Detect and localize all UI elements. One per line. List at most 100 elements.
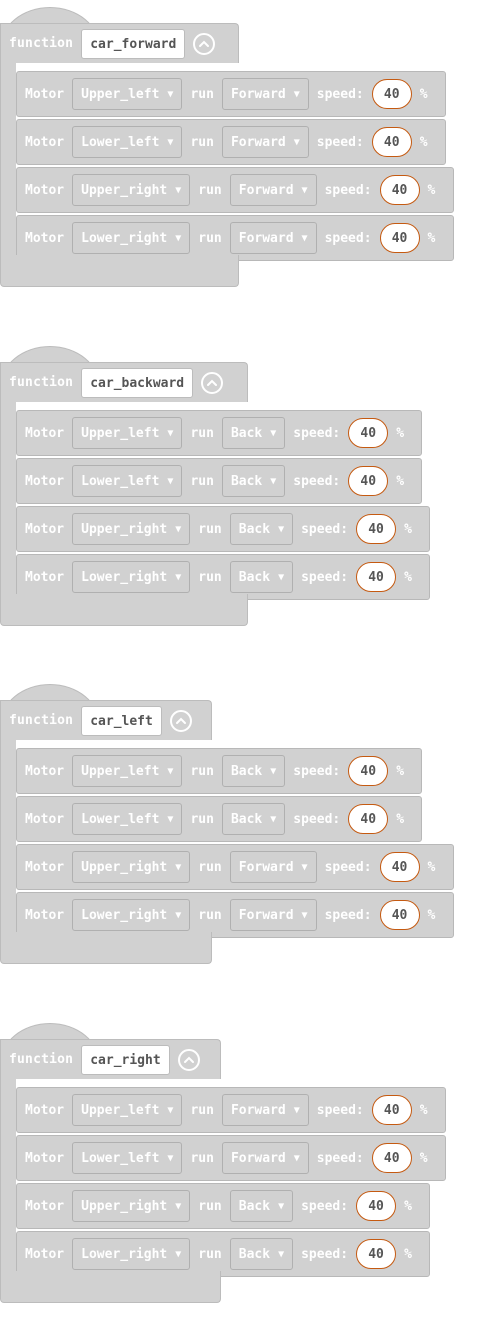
speed-input[interactable]: 40 [371,127,412,157]
motor-select-value: Lower_left [81,473,160,489]
speed-input[interactable]: 40 [348,804,389,834]
chevron-down-icon: ▼ [175,523,182,535]
direction-select[interactable]: Forward▼ [221,78,309,110]
motor-select-value: Upper_left [81,763,160,779]
run-keyword: run [190,1102,214,1118]
motor-select[interactable]: Upper_left▼ [72,755,183,787]
direction-select[interactable]: Forward▼ [229,899,317,931]
direction-select-value: Forward [230,1102,286,1118]
direction-select[interactable]: Back▼ [221,417,286,449]
motor-select[interactable]: Upper_left▼ [72,1094,183,1126]
motor-select[interactable]: Lower_right▼ [72,1238,191,1270]
motor-keyword: Motor [25,521,65,537]
direction-select[interactable]: Forward▼ [221,126,309,158]
chevron-down-icon: ▼ [301,861,308,873]
motor-select[interactable]: Lower_right▼ [72,899,191,931]
direction-select[interactable]: Back▼ [221,465,286,497]
motor-keyword: Motor [25,1102,65,1118]
run-keyword: run [198,182,222,198]
direction-select[interactable]: Forward▼ [229,174,317,206]
motor-select[interactable]: Lower_left▼ [72,465,183,497]
motor-select-value: Upper_left [81,86,160,102]
motor-select[interactable]: Lower_right▼ [72,222,191,254]
speed-input[interactable]: 40 [379,223,420,253]
speed-input[interactable]: 40 [356,514,397,544]
chevron-down-icon: ▼ [175,909,182,921]
run-keyword: run [198,907,222,923]
motor-select[interactable]: Upper_right▼ [72,851,191,883]
percent-label: % [396,473,405,489]
speed-input[interactable]: 40 [348,418,389,448]
function-name-field[interactable]: car_forward [81,28,186,59]
chevron-down-icon: ▼ [278,523,285,535]
direction-select-value: Forward [238,182,294,198]
motor-select[interactable]: Lower_left▼ [72,126,183,158]
speed-input[interactable]: 40 [356,1239,397,1269]
speed-input[interactable]: 40 [348,466,389,496]
direction-select[interactable]: Back▼ [229,561,294,593]
motor-select[interactable]: Lower_left▼ [72,1142,183,1174]
function-name-field[interactable]: car_backward [81,367,194,398]
motor-select[interactable]: Upper_right▼ [72,1190,191,1222]
speed-input[interactable]: 40 [371,1095,412,1125]
collapse-button[interactable] [201,371,224,394]
direction-select[interactable]: Forward▼ [221,1094,309,1126]
direction-select[interactable]: Back▼ [221,803,286,835]
speed-input[interactable]: 40 [379,852,420,882]
chevron-down-icon: ▼ [293,88,300,100]
speed-input[interactable]: 40 [371,79,412,109]
direction-select[interactable]: Forward▼ [229,222,317,254]
direction-select[interactable]: Back▼ [221,755,286,787]
motor-select[interactable]: Lower_right▼ [72,561,191,593]
speed-input[interactable]: 40 [348,756,389,786]
direction-select[interactable]: Back ▼ [229,1190,294,1222]
percent-label: % [427,907,436,923]
direction-select[interactable]: Back▼ [229,1238,294,1270]
direction-select[interactable]: Back▼ [229,513,294,545]
motor-select[interactable]: Upper_right▼ [72,513,191,545]
function-name-field[interactable]: car_left [81,705,162,736]
speed-input[interactable]: 40 [379,900,420,930]
collapse-button[interactable] [193,32,216,55]
speed-input[interactable]: 40 [356,1191,397,1221]
function-name-field[interactable]: car_right [81,1044,170,1075]
motor-select[interactable]: Lower_left▼ [72,803,183,835]
motor-select[interactable]: Upper_right▼ [72,174,191,206]
motor-select[interactable]: Upper_left▼ [72,78,183,110]
collapse-button[interactable] [177,1048,200,1071]
chevron-down-icon: ▼ [167,427,174,439]
speed-input[interactable]: 40 [371,1143,412,1173]
chevron-down-icon: ▼ [278,1200,285,1212]
direction-select[interactable]: Forward▼ [229,851,317,883]
chevron-up-icon [183,1056,194,1063]
motor-select[interactable]: Upper_left▼ [72,417,183,449]
direction-select-value: Back [238,1198,271,1214]
motor-keyword: Motor [25,811,65,827]
speed-label: speed: [301,569,349,585]
speed-input[interactable]: 40 [379,175,420,205]
direction-select[interactable]: Forward▼ [221,1142,309,1174]
collapse-button[interactable] [169,709,192,732]
speed-input[interactable]: 40 [356,562,397,592]
